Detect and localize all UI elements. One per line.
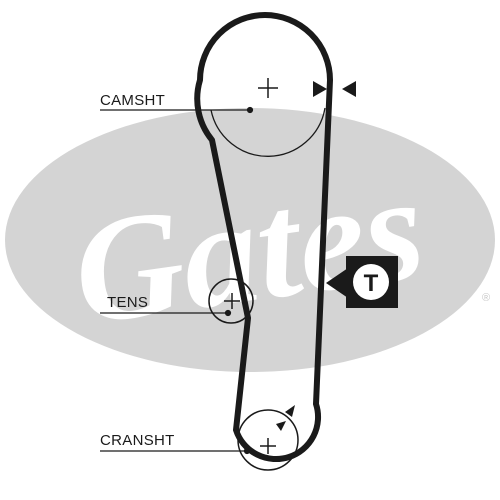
- timing-belt: [194, 12, 333, 463]
- camshaft-pulley: [210, 78, 326, 157]
- timing-arrow-pair-icon: [313, 81, 356, 97]
- label-crankshaft: CRANSHT: [100, 432, 175, 449]
- plus-icon: [224, 293, 240, 309]
- crankshaft-pulley: [237, 409, 299, 471]
- camshaft-pulley-arc: [210, 107, 326, 157]
- tensioner-pulley: [208, 278, 254, 324]
- tension-marker: T: [326, 256, 398, 308]
- plus-icon: [258, 78, 278, 98]
- timing-arrow-icon: [276, 405, 295, 431]
- tension-letter: T: [364, 270, 379, 297]
- label-tensioner: TENS: [107, 294, 148, 311]
- label-camshaft: CAMSHT: [100, 92, 165, 109]
- tension-badge: [353, 264, 389, 300]
- plus-icon: [260, 438, 276, 454]
- leader-lines: [100, 106, 254, 455]
- tension-pointer: [326, 268, 348, 298]
- registered-mark: ®: [482, 292, 490, 304]
- gates-watermark: Gates ®: [5, 108, 495, 372]
